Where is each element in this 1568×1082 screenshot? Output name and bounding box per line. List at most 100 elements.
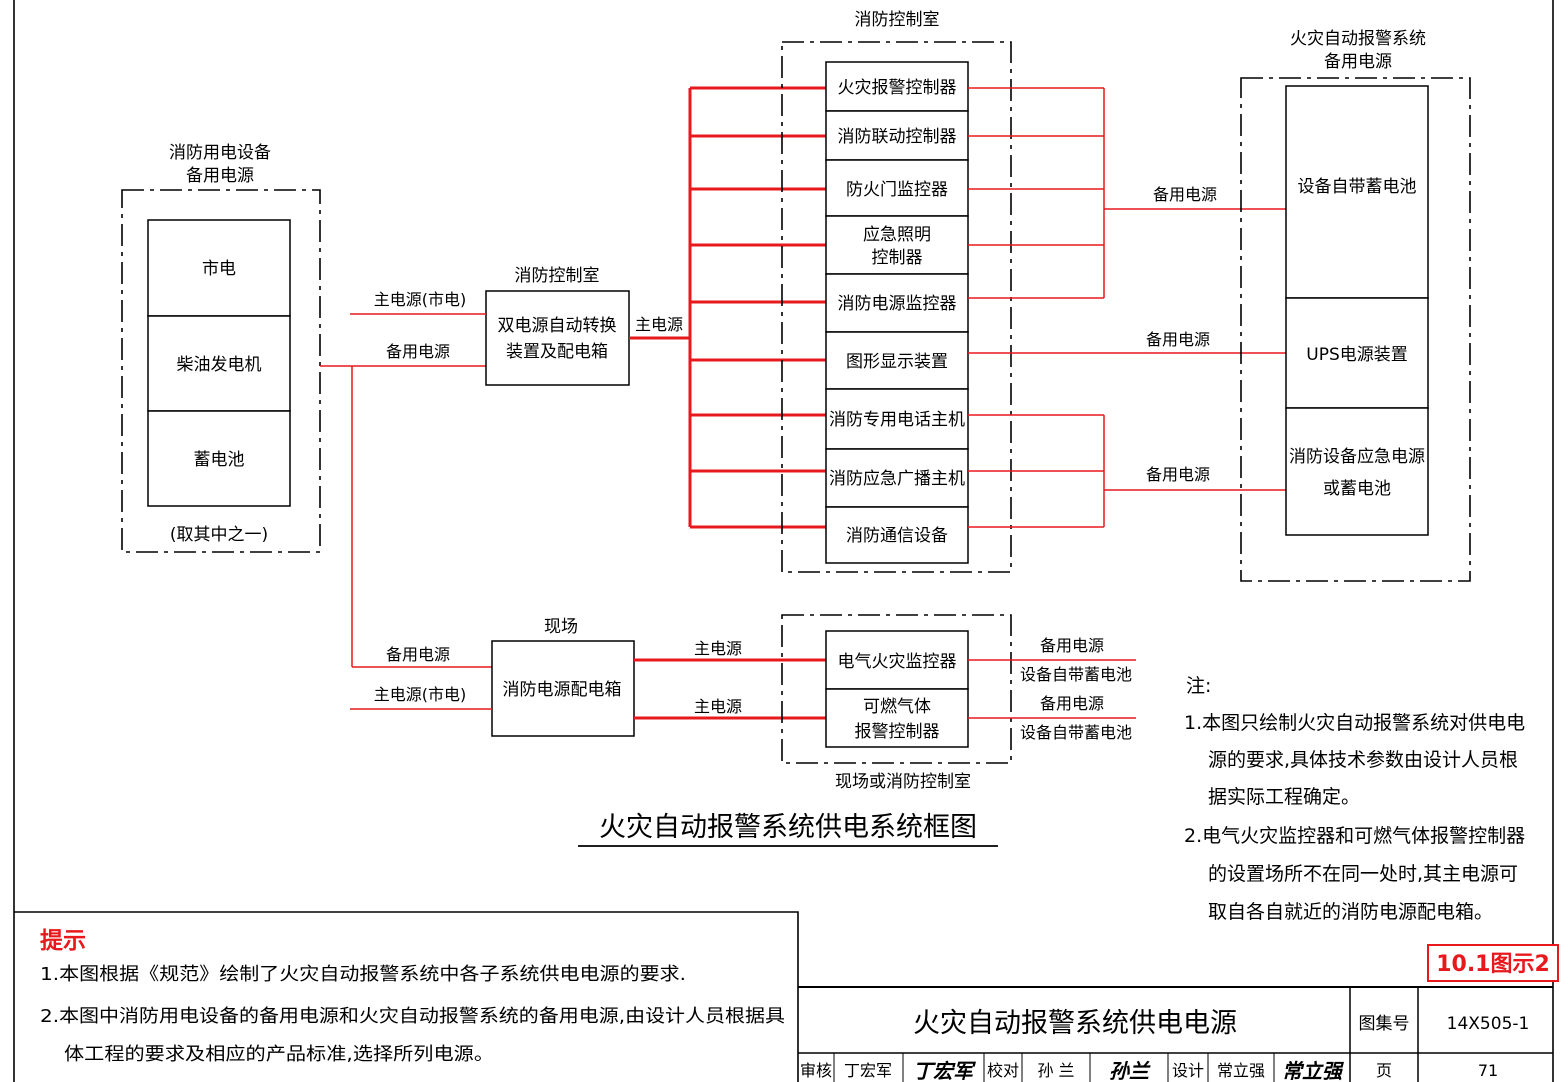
- label-main-grid: 主电源(市电): [374, 290, 467, 309]
- right-group-label-1: 火灾自动报警系统: [1290, 29, 1426, 49]
- site-device-gas-1: 可燃气体: [863, 697, 931, 717]
- device-fire-phone-host: 消防专用电话主机: [829, 410, 965, 430]
- note-line-6: 取自各自就近的消防电源配电箱。: [1208, 901, 1493, 923]
- hint-box-frame: [14, 911, 799, 1082]
- switch-room-label: 消防控制室: [515, 266, 600, 286]
- title-block-review-label: 审核: [800, 1061, 832, 1080]
- bus-taps: [690, 86, 826, 529]
- left-item-box-2: [147, 315, 291, 412]
- site-backup-label-1b: 设备自带蓄电池: [1020, 665, 1132, 684]
- device-box-6: [825, 331, 969, 390]
- site-out-label-1: 主电源: [694, 639, 742, 658]
- link-label-ups: 备用电源: [1146, 330, 1210, 349]
- right-item-box-2: [1285, 297, 1429, 409]
- site-label-backup: 备用电源: [386, 645, 450, 664]
- site-out-label-2: 主电源: [694, 697, 742, 716]
- left-group-dashed-frame: [121, 189, 321, 553]
- site-device-box-1: [825, 630, 969, 690]
- control-room-label: 消防控制室: [855, 10, 940, 30]
- hint-line-1: 1.本图根据《规范》绘制了火灾自动报警系统中各子系统供电电源的要求.: [40, 964, 686, 985]
- figure-tag-box: [1427, 944, 1559, 982]
- right-item-ups: UPS电源装置: [1306, 345, 1408, 365]
- device-box-3: [825, 159, 969, 217]
- dual-switch-line2: 装置及配电箱: [506, 342, 608, 362]
- device-linkage-controller: 消防联动控制器: [838, 127, 957, 147]
- title-block-review-name: 丁宏军: [844, 1061, 892, 1080]
- device-graphic-display: 图形显示装置: [846, 352, 948, 372]
- link-label-emergency: 备用电源: [1146, 465, 1210, 484]
- device-fire-door-monitor: 防火门监控器: [846, 180, 948, 200]
- device-box-7: [825, 388, 969, 450]
- device-fire-alarm-controller: 火灾报警控制器: [838, 78, 957, 98]
- right-item-emergency-2: 或蓄电池: [1323, 479, 1391, 499]
- left-group-label-2: 备用电源: [186, 166, 254, 186]
- right-item-built-in-battery: 设备自带蓄电池: [1298, 177, 1417, 197]
- links-group-battery: [968, 87, 1286, 299]
- site-label-main: 主电源(市电): [374, 685, 467, 704]
- site-room-dashed-frame: [781, 614, 1012, 764]
- left-item-box-3: [147, 410, 291, 507]
- title-block-title: 火灾自动报警系统供电电源: [913, 1008, 1237, 1039]
- note-line-1: 1.本图只绘制火灾自动报警系统对供电电: [1184, 712, 1525, 734]
- notes-heading: 注:: [1186, 675, 1211, 697]
- left-item-generator: 柴油发电机: [177, 355, 262, 375]
- device-emergency-lighting-1: 应急照明: [863, 225, 931, 245]
- title-block-grid: [798, 986, 1553, 1082]
- left-item-battery: 蓄电池: [194, 450, 245, 470]
- device-power-monitor: 消防电源监控器: [838, 294, 957, 314]
- title-block-check-sign: 孙兰: [1109, 1059, 1151, 1082]
- left-group-footer: (取其中之一): [170, 525, 268, 545]
- device-broadcast-host: 消防应急广播主机: [829, 469, 965, 489]
- hint-line-3: 体工程的要求及相应的产品标准,选择所列电源。: [64, 1044, 494, 1065]
- device-box-1: [825, 61, 969, 112]
- note-line-2: 源的要求,具体技术参数由设计人员根: [1208, 749, 1518, 771]
- hint-line-2: 2.本图中消防用电设备的备用电源和火灾自动报警系统的备用电源,由设计人员根据具: [40, 1006, 785, 1027]
- site-device-box-2: [825, 688, 969, 748]
- left-item-box-1: [147, 219, 291, 317]
- note-line-5: 的设置场所不在同一处时,其主电源可: [1208, 863, 1518, 885]
- device-box-8: [825, 448, 969, 508]
- left-group-label-1: 消防用电设备: [169, 143, 271, 163]
- device-box-5: [825, 273, 969, 333]
- title-block-check-name: 孙 兰: [1037, 1061, 1074, 1080]
- title-block-atlas-no: 14X505-1: [1447, 1014, 1530, 1034]
- label-switch-main: 主电源: [635, 315, 683, 334]
- control-room-dashed-frame: [781, 41, 1012, 573]
- site-distribution-box: [491, 640, 635, 737]
- figure-tag: 10.1图示2: [1436, 952, 1550, 977]
- dual-switch-box: [485, 290, 630, 386]
- site-device-gas-2: 报警控制器: [855, 722, 940, 742]
- site-device-electrical-fire: 电气火灾监控器: [838, 652, 957, 672]
- title-block-atlas-label: 图集号: [1359, 1014, 1410, 1034]
- title-block-design-sign: 常立强: [1282, 1059, 1344, 1082]
- note-line-4: 2.电气火灾监控器和可燃气体报警控制器: [1184, 825, 1525, 847]
- right-group-dashed-frame: [1240, 77, 1471, 582]
- site-backup-label-1a: 备用电源: [1040, 636, 1104, 655]
- diagram-title: 火灾自动报警系统供电系统框图: [599, 812, 977, 843]
- right-item-box-3: [1285, 407, 1429, 536]
- device-emergency-lighting-2: 控制器: [872, 248, 923, 268]
- device-communication: 消防通信设备: [846, 526, 948, 546]
- title-block-check-label: 校对: [987, 1061, 1019, 1080]
- right-item-box-1: [1285, 85, 1429, 299]
- dual-switch-line1: 双电源自动转换: [498, 316, 617, 336]
- links-group-emergency: [968, 414, 1286, 528]
- right-item-emergency-1: 消防设备应急电源: [1289, 447, 1425, 467]
- link-label-battery: 备用电源: [1153, 185, 1217, 204]
- note-line-3: 据实际工程确定。: [1208, 786, 1360, 808]
- site-room-label: 现场或消防控制室: [835, 772, 971, 792]
- site-backup-label-2b: 设备自带蓄电池: [1020, 723, 1132, 742]
- device-box-9: [825, 506, 969, 564]
- site-box-label: 消防电源配电箱: [503, 680, 622, 700]
- hint-heading: 提示: [40, 927, 86, 954]
- title-block-design-label: 设计: [1172, 1061, 1204, 1080]
- right-group-label-2: 备用电源: [1324, 52, 1392, 72]
- label-backup: 备用电源: [386, 342, 450, 361]
- title-block-page-no: 71: [1478, 1061, 1498, 1080]
- left-item-grid: 市电: [202, 259, 236, 279]
- site-backup-label-2a: 备用电源: [1040, 694, 1104, 713]
- title-block-page-label: 页: [1376, 1061, 1392, 1080]
- title-block-review-sign: 丁宏军: [913, 1059, 976, 1082]
- site-label: 现场: [544, 617, 578, 637]
